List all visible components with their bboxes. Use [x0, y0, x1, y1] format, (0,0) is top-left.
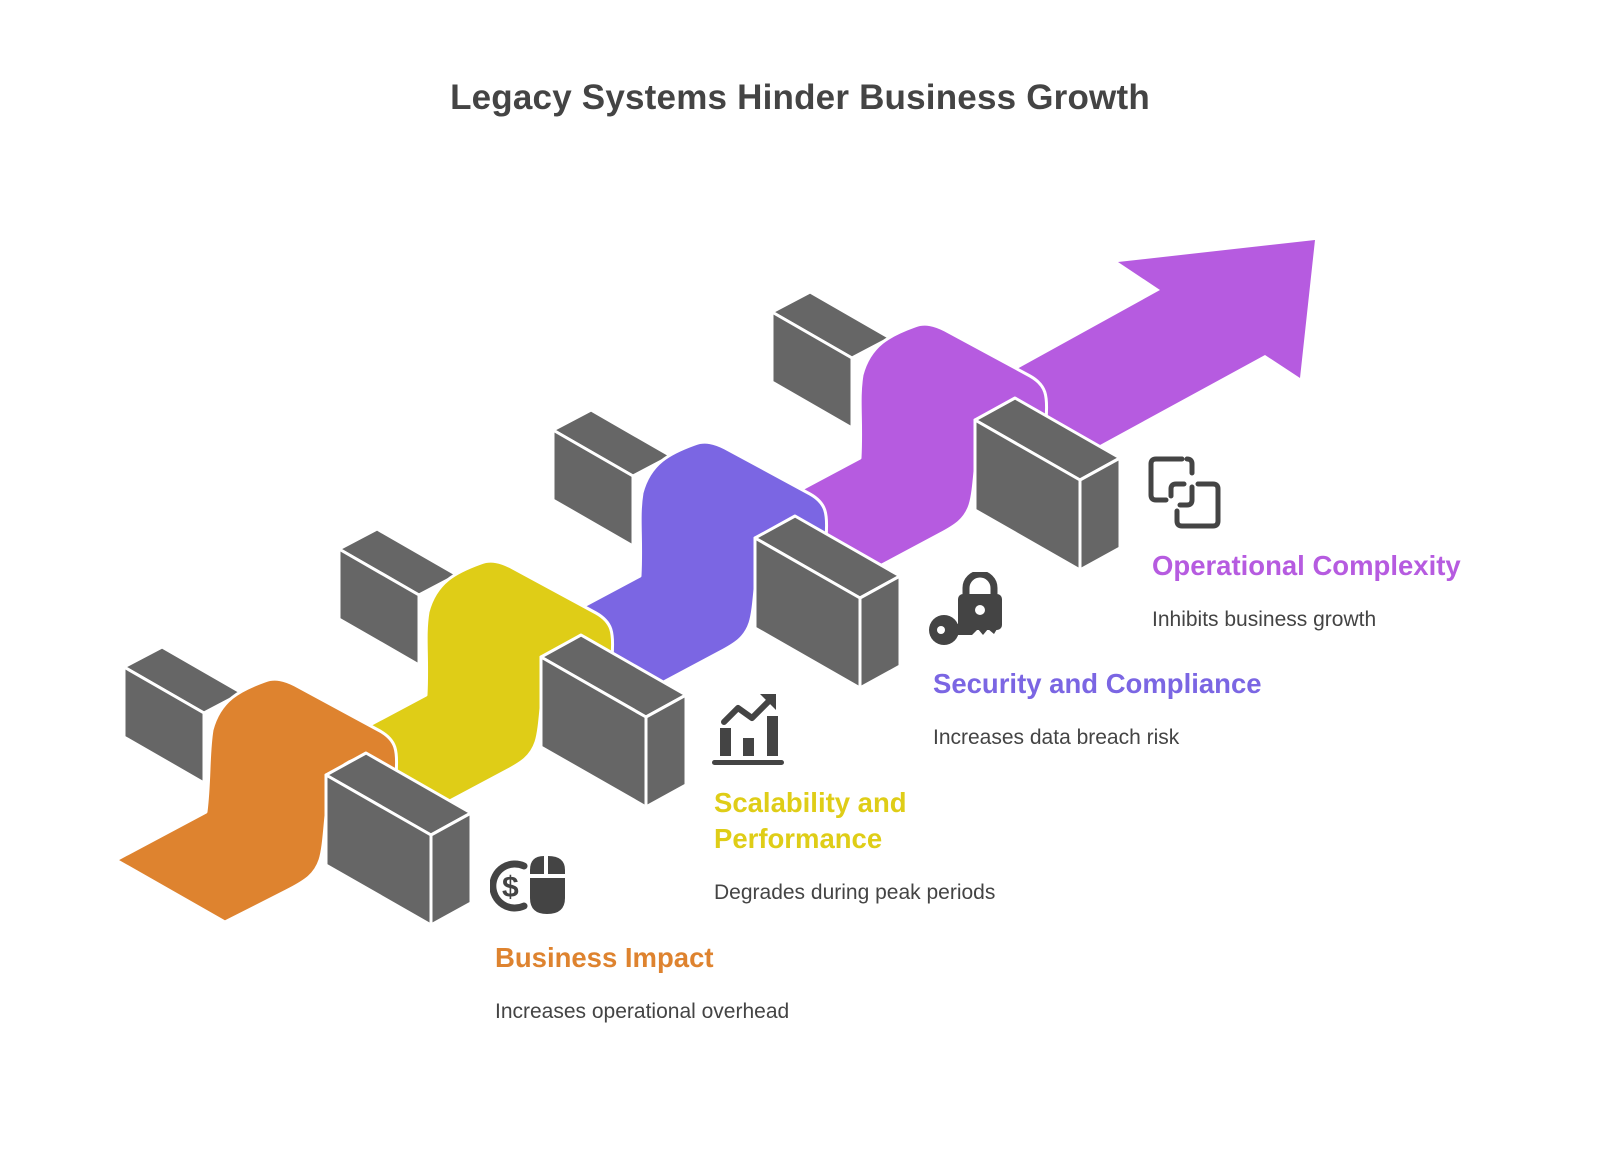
- stage-4-operational-complexity: [770, 290, 1122, 572]
- step-2-heading-line2: Performance: [714, 823, 883, 854]
- svg-text:$: $: [502, 871, 519, 904]
- step-3-heading: Security and Compliance: [933, 668, 1262, 699]
- step-2-heading-line1: Scalability and: [714, 787, 907, 818]
- step-3-description: Increases data breach risk: [933, 726, 1180, 749]
- step-4-heading: Operational Complexity: [1152, 550, 1461, 581]
- growth-arrow: [1000, 240, 1315, 445]
- growth-chart-icon: [712, 694, 784, 765]
- lock-key-icon: [929, 572, 1002, 645]
- stage-1-business-impact: [114, 645, 473, 927]
- step-1-heading: Business Impact: [495, 942, 714, 973]
- diagram-title: Legacy Systems Hinder Business Growth: [450, 78, 1150, 117]
- step-4-description: Inhibits business growth: [1152, 608, 1377, 631]
- stage-3-security-compliance: [551, 408, 902, 690]
- stage-2-scalability-performance: [337, 527, 688, 809]
- dollar-mouse-icon: $: [490, 856, 565, 914]
- step-1-description: Increases operational overhead: [495, 1000, 790, 1023]
- overlapping-squares-icon: [1148, 456, 1221, 529]
- step-2-description: Degrades during peak periods: [714, 881, 996, 904]
